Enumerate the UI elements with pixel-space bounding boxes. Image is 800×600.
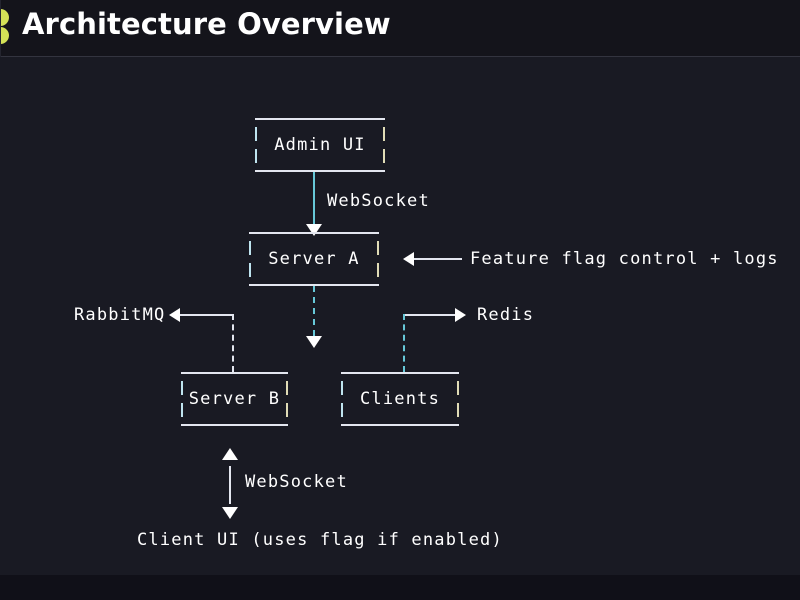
edge-rabbitmq-horizontal bbox=[180, 314, 233, 316]
arrowhead-down-to-client-ui bbox=[222, 507, 238, 519]
box-post-left-lower bbox=[341, 403, 343, 417]
arrowhead-feature-flag bbox=[403, 252, 414, 266]
box-rail-bottom bbox=[341, 424, 459, 426]
box-post-left-upper bbox=[249, 241, 251, 255]
box-post-left-lower bbox=[255, 149, 257, 163]
box-post-right-lower bbox=[457, 403, 459, 417]
app-header: Architecture Overview bbox=[0, 0, 800, 57]
box-post-left-lower bbox=[181, 403, 183, 417]
node-clients[interactable]: Clients bbox=[335, 372, 465, 426]
node-label: Admin UI bbox=[274, 135, 366, 155]
box-post-right-lower bbox=[286, 403, 288, 417]
edge-label-websocket-admin: WebSocket bbox=[327, 191, 430, 211]
box-post-right-upper bbox=[383, 127, 385, 141]
edge-rabbitmq-down-to-server-b bbox=[232, 314, 234, 372]
box-post-right-upper bbox=[377, 241, 379, 255]
box-post-left-upper bbox=[341, 381, 343, 395]
edge-server-a-to-clients bbox=[313, 286, 315, 336]
node-label: Clients bbox=[359, 389, 441, 409]
box-rail-bottom bbox=[249, 284, 379, 286]
box-rail-top bbox=[181, 372, 288, 374]
edge-label-websocket-client: WebSocket bbox=[245, 472, 348, 492]
edge-admin-ui-to-server-a bbox=[313, 172, 315, 225]
arrowhead-rabbitmq bbox=[169, 308, 180, 322]
box-post-left-lower bbox=[249, 263, 251, 277]
node-server-b[interactable]: Server B bbox=[175, 372, 294, 426]
leaf-blob-logo-icon bbox=[0, 9, 10, 47]
page-title: Architecture Overview bbox=[22, 7, 391, 41]
node-label: Server A bbox=[268, 249, 360, 269]
node-server-a[interactable]: Server A bbox=[243, 232, 385, 286]
box-post-right-upper bbox=[457, 381, 459, 395]
box-rail-top bbox=[341, 372, 459, 374]
box-rail-top bbox=[255, 118, 385, 120]
external-label-rabbitmq: RabbitMQ bbox=[74, 305, 166, 325]
box-post-right-upper bbox=[286, 381, 288, 395]
node-label: Server B bbox=[188, 389, 281, 409]
box-rail-bottom bbox=[181, 424, 288, 426]
node-admin-ui[interactable]: Admin UI bbox=[249, 118, 391, 172]
box-post-left-upper bbox=[181, 381, 183, 395]
edge-label-feature-flag: Feature flag control + logs bbox=[470, 249, 779, 269]
arrowhead-up-to-server-b bbox=[222, 448, 238, 460]
arrowhead-into-clients bbox=[306, 336, 322, 348]
edge-server-b-client-ui bbox=[229, 466, 231, 504]
box-rail-bottom bbox=[255, 170, 385, 172]
edge-redis-horizontal bbox=[403, 314, 455, 316]
box-post-left-upper bbox=[255, 127, 257, 141]
edge-feature-flag-line bbox=[414, 258, 462, 260]
box-post-right-lower bbox=[377, 263, 379, 277]
box-post-right-lower bbox=[383, 149, 385, 163]
diagram-canvas: Admin UI WebSocket Server A Feature flag… bbox=[0, 57, 800, 575]
box-rail-top bbox=[249, 232, 379, 234]
external-label-client-ui: Client UI (uses flag if enabled) bbox=[137, 530, 503, 550]
footer-band bbox=[0, 575, 800, 600]
arrowhead-redis bbox=[455, 308, 466, 322]
edge-redis-down-to-clients bbox=[403, 314, 405, 372]
external-label-redis: Redis bbox=[477, 305, 535, 325]
